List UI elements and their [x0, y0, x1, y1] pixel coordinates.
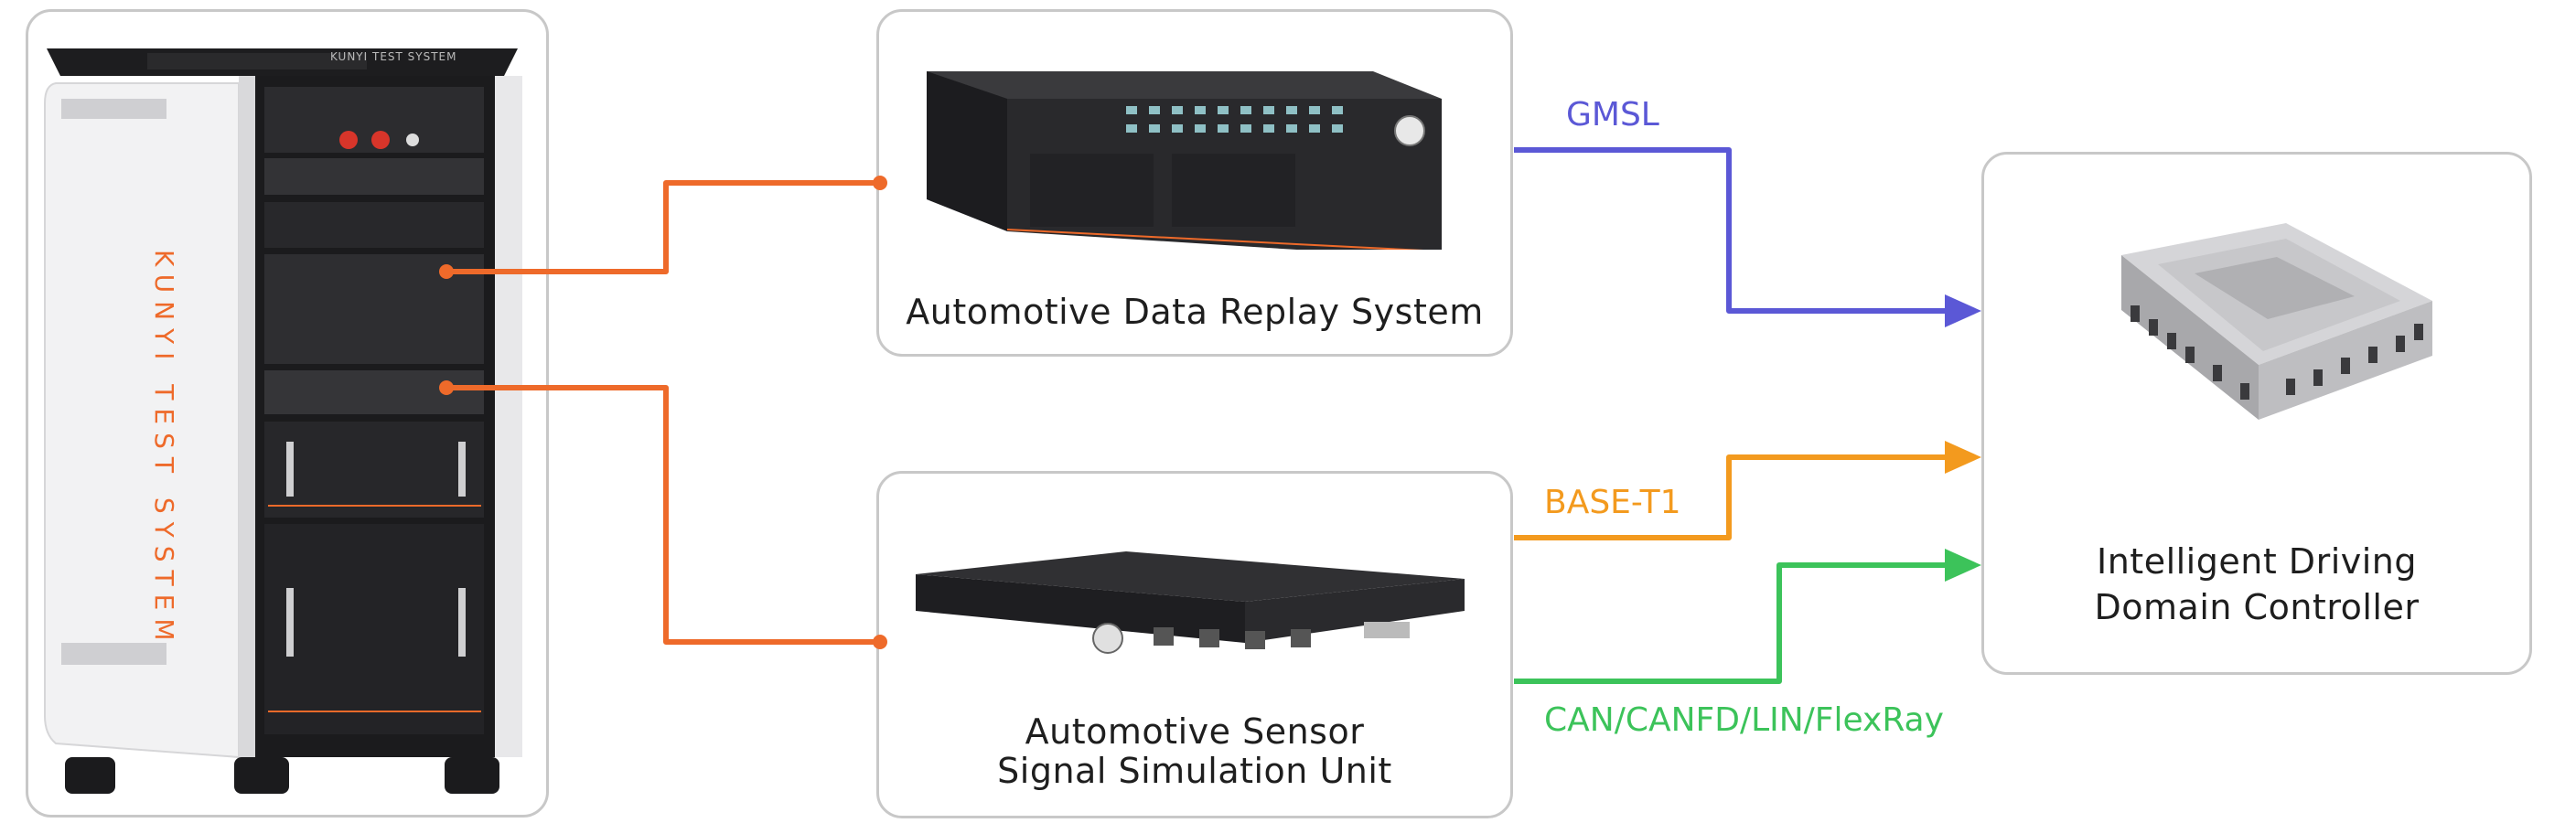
arrowhead-base-t1	[1945, 441, 1981, 474]
arrowhead-gmsl	[1945, 294, 1981, 327]
sensor-simulation-label-line2: Signal Simulation Unit	[997, 751, 1392, 791]
label-gmsl: GMSL	[1566, 96, 1659, 134]
domain-controller-card: Intelligent Driving Domain Controller	[1981, 152, 2532, 675]
cabinet-brand-text: KUNYI TEST SYSTEM	[330, 50, 457, 63]
replay-system-card: Automotive Data Replay System	[876, 9, 1513, 357]
sensor-simulation-image	[916, 551, 1465, 654]
link-cabinet-to-sensor	[446, 385, 880, 645]
link-can	[1514, 562, 1948, 684]
arrowhead-can	[1945, 549, 1981, 582]
sensor-simulation-label-line1: Automotive Sensor	[1025, 711, 1365, 752]
link-dot-cabinet-sensor	[439, 380, 454, 395]
test-cabinet-card: KUNYI TEST SYSTEM KUNYI TEST SYSTEM	[26, 9, 549, 818]
replay-system-image	[927, 71, 1442, 250]
link-dot-cabinet-replay	[439, 264, 454, 279]
label-can: CAN/CANFD/LIN/FlexRay	[1544, 701, 1944, 739]
replay-system-label: Automotive Data Replay System	[906, 292, 1484, 332]
domain-controller-label-line1: Intelligent Driving	[2097, 541, 2417, 582]
domain-controller-label-line2: Domain Controller	[2094, 587, 2420, 627]
sensor-simulation-card: Automotive Sensor Signal Simulation Unit	[876, 471, 1513, 818]
label-base-t1: BASE-T1	[1544, 484, 1681, 521]
link-base-t1	[1514, 454, 1948, 540]
link-dot-replay	[873, 176, 887, 190]
link-dot-sensor	[873, 635, 887, 649]
link-gmsl	[1514, 147, 1948, 314]
test-cabinet-image	[44, 48, 522, 794]
link-cabinet-to-replay	[446, 180, 880, 274]
domain-controller-image	[2121, 223, 2432, 420]
